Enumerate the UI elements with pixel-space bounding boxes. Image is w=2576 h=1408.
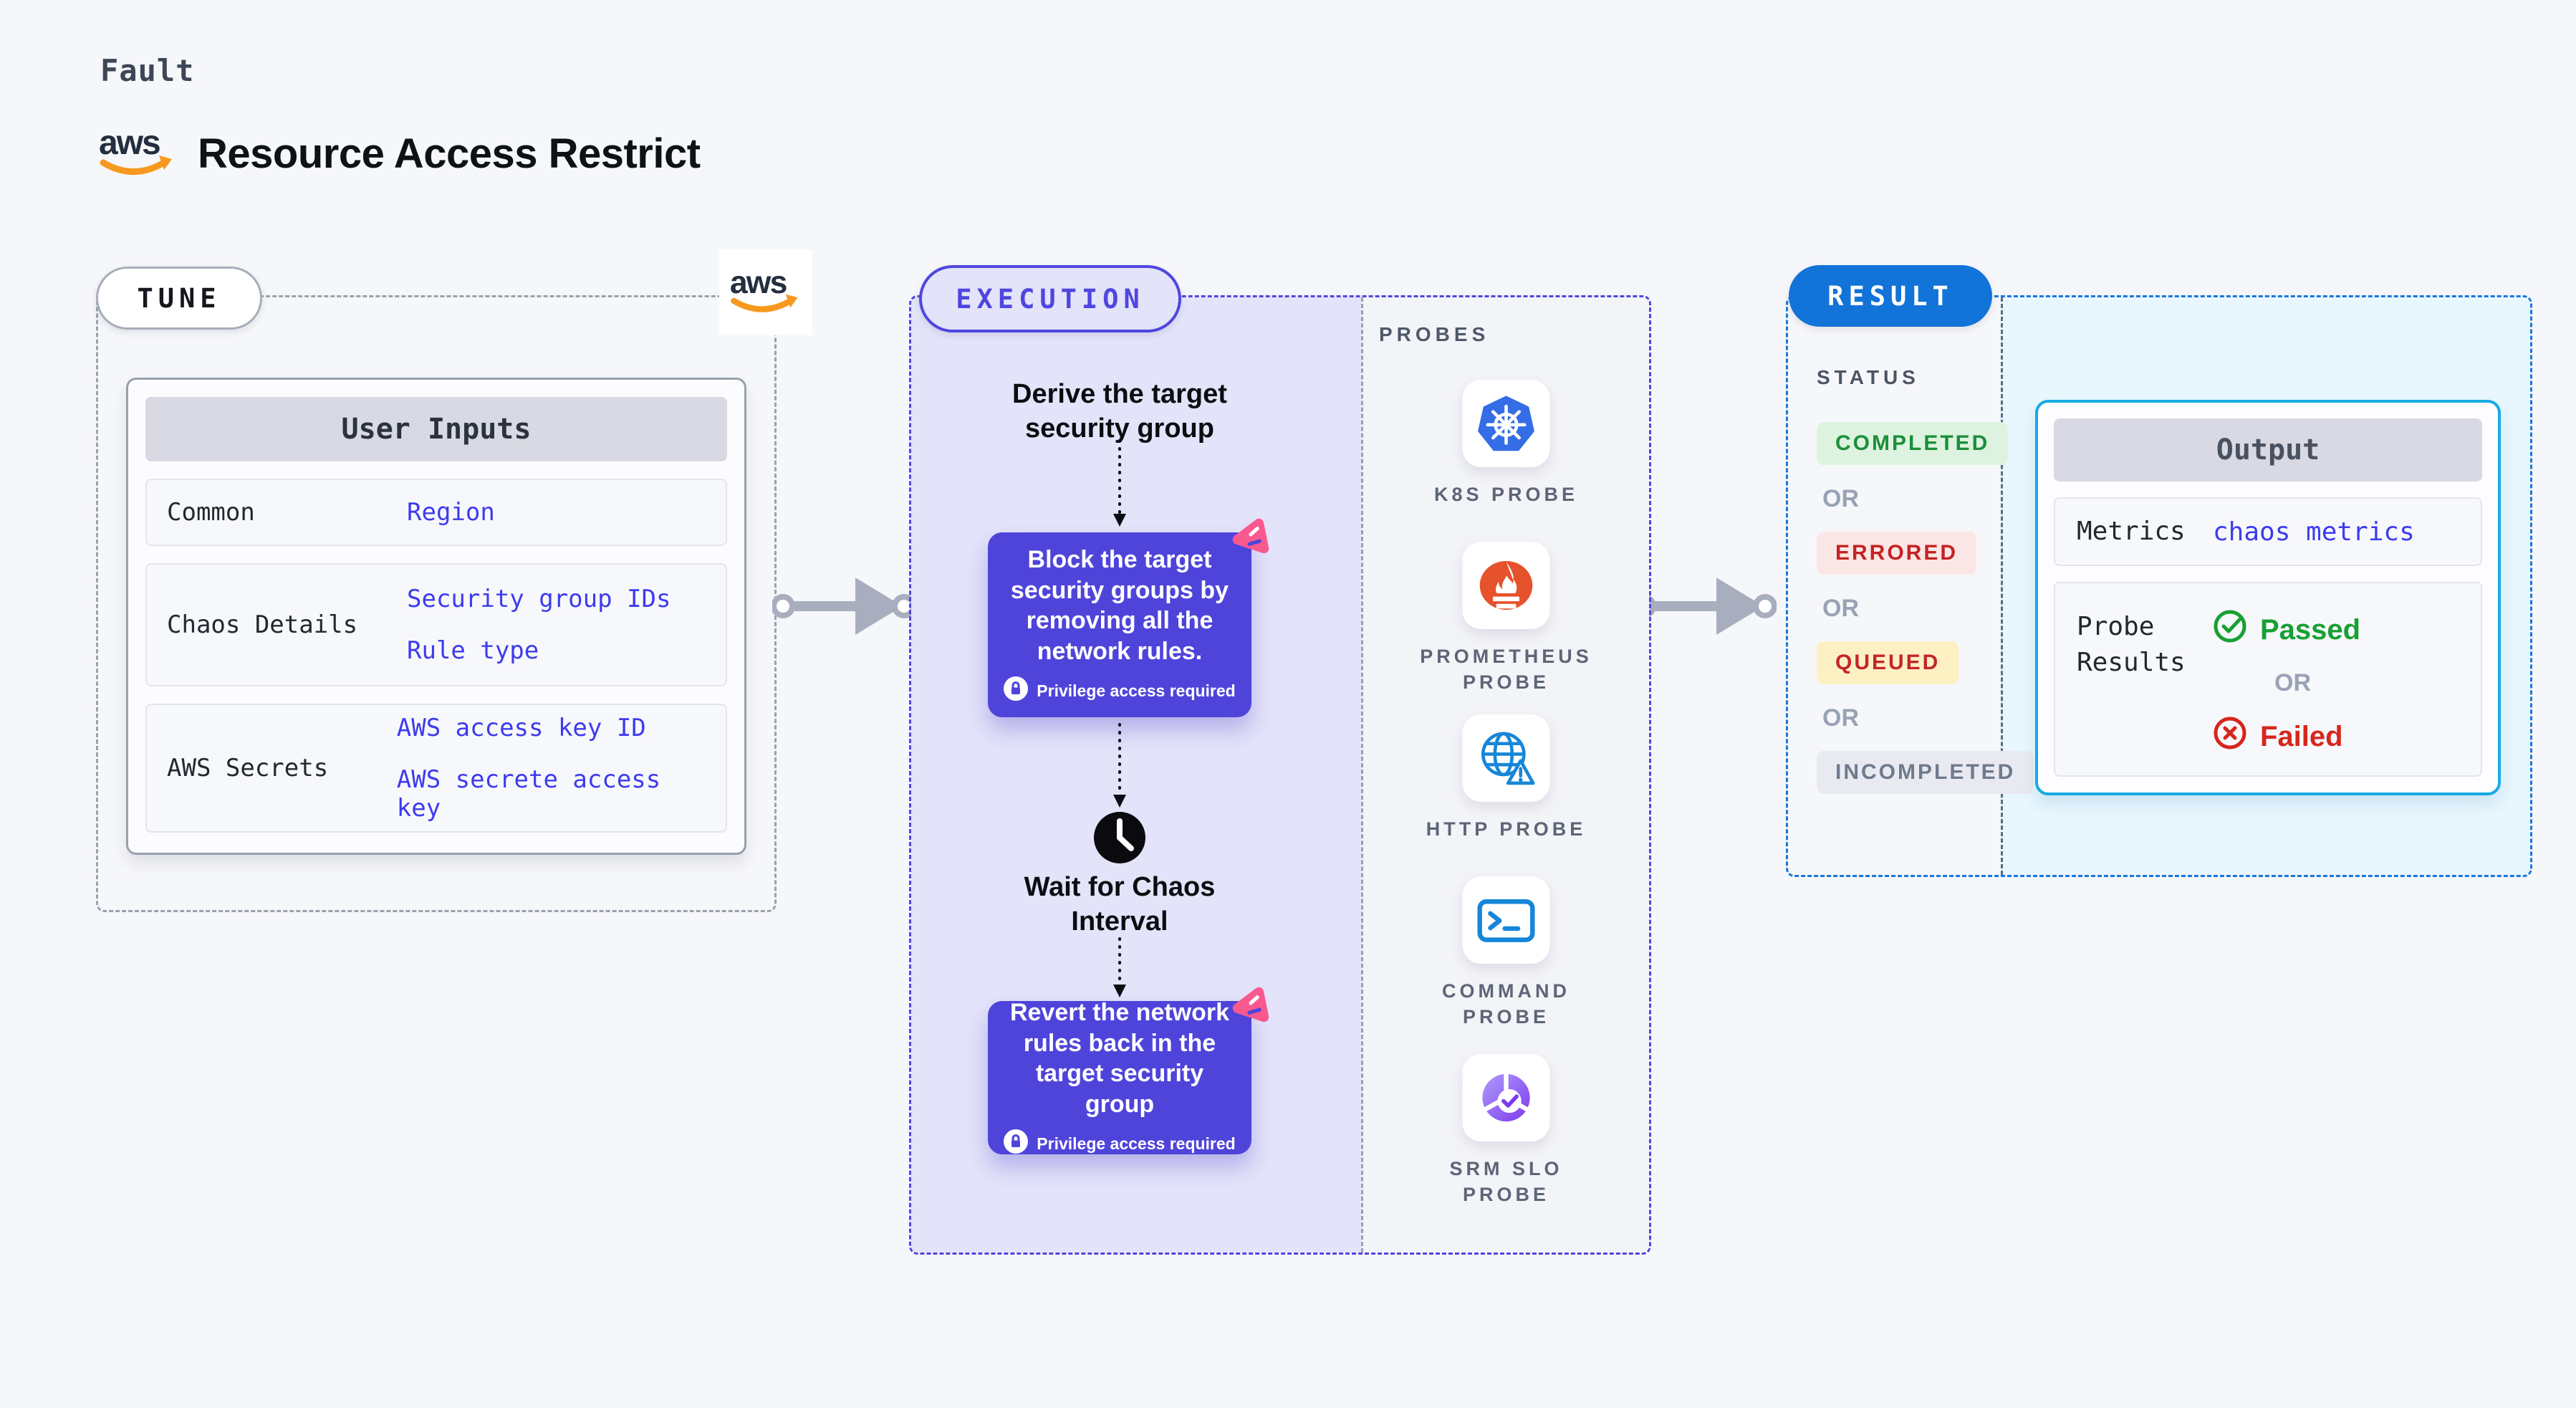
status-badge: COMPLETED	[1817, 422, 2009, 465]
http-globe-icon	[1462, 714, 1550, 802]
probe-label: PROMETHEUS PROBE	[1420, 646, 1592, 694]
result-section: STATUS COMPLETED OR ERRORED OR QUEUED OR…	[1786, 295, 2532, 877]
row-label: AWS Secrets	[167, 754, 329, 782]
svg-text:aws: aws	[99, 125, 160, 162]
step-derive-label: Derive the target security group	[1012, 379, 1227, 444]
dotted-arrow-icon	[1110, 937, 1130, 1002]
row-label: Metrics	[2077, 516, 2186, 546]
or-label: OR	[2274, 669, 2311, 696]
list-item-srm-slo-probe: SRM SLO PROBE	[1363, 1054, 1649, 1208]
passed-row: Passed	[2213, 609, 2360, 651]
execution-flow-area: Derive the target security group Block t…	[911, 297, 1361, 1253]
execution-pill-label: EXECUTION	[956, 283, 1145, 315]
check-circle-icon	[2213, 609, 2247, 651]
or-label: OR	[1822, 595, 1859, 622]
probe-label: COMMAND PROBE	[1442, 980, 1570, 1028]
or-label: OR	[1822, 485, 1859, 512]
aws-logo-icon: aws	[97, 124, 178, 182]
aws-logo-badge: aws	[719, 249, 812, 335]
failed-row: Failed	[2213, 716, 2343, 757]
privilege-text: Privilege access required	[1037, 1134, 1236, 1153]
dotted-arrow-icon	[1110, 723, 1130, 813]
execution-section: Derive the target security group Block t…	[909, 295, 1651, 1255]
svg-text:aws: aws	[730, 266, 787, 300]
probe-label: K8S PROBE	[1433, 484, 1579, 505]
row-value: chaos metrics	[2213, 517, 2415, 547]
prometheus-icon	[1462, 542, 1550, 629]
user-inputs-header: User Inputs	[145, 397, 727, 461]
table-row: AWS Secrets AWS access key ID AWS secret…	[145, 704, 727, 833]
chaos-logo-icon	[1227, 982, 1274, 1030]
table-row: Common Region	[145, 479, 727, 546]
clock-icon	[1092, 810, 1147, 868]
result-pill-label: RESULT	[1827, 280, 1953, 312]
row-value: AWS secrete access key	[396, 765, 661, 823]
probes-title: PROBES	[1379, 323, 1490, 345]
row-label: Common	[167, 498, 255, 527]
status-badge: QUEUED	[1817, 641, 1959, 684]
chaos-logo-icon	[1227, 514, 1274, 561]
table-row: Metrics chaos metrics	[2054, 497, 2482, 566]
srm-slo-icon	[1462, 1054, 1550, 1141]
privilege-text: Privilege access required	[1037, 681, 1236, 700]
page-title: Resource Access Restrict	[198, 130, 701, 177]
arrow-tune-to-execution	[771, 570, 916, 642]
row-value: Rule type	[407, 636, 539, 665]
aws-logo-icon: aws	[729, 264, 803, 320]
table-row: Chaos Details Security group IDs Rule ty…	[145, 563, 727, 686]
output-header: Output	[2054, 418, 2482, 482]
table-row: Probe Results Passed OR	[2054, 582, 2482, 777]
fault-eyebrow: Fault	[100, 53, 195, 88]
lock-icon	[1004, 676, 1029, 705]
privilege-note: Privilege access required	[1004, 1129, 1236, 1158]
row-label: Chaos Details	[167, 610, 358, 639]
list-item-prometheus-probe: PROMETHEUS PROBE	[1363, 542, 1649, 696]
or-label: OR	[1822, 704, 1859, 732]
step-block-card: Block the target security groups by remo…	[988, 518, 1269, 717]
probe-label: SRM SLO PROBE	[1449, 1158, 1563, 1206]
step-wait-label: Wait for Chaos Interval	[1024, 872, 1216, 937]
tune-pill-label: TUNE	[137, 282, 221, 314]
user-inputs-table: User Inputs Common Region Chaos Details …	[126, 378, 746, 855]
status-column: STATUS COMPLETED OR ERRORED OR QUEUED OR…	[1817, 366, 2034, 794]
passed-label: Passed	[2260, 613, 2361, 646]
output-table: Output Metrics chaos metrics Probe Resul…	[2035, 400, 2501, 795]
result-divider	[2001, 297, 2003, 875]
x-circle-icon	[2213, 716, 2247, 757]
lock-icon	[1004, 1129, 1029, 1158]
tune-pill: TUNE	[96, 267, 262, 330]
kubernetes-icon	[1462, 380, 1550, 467]
probe-label: HTTP PROBE	[1426, 818, 1587, 840]
probes-panel: PROBES K8S PROBE	[1361, 297, 1649, 1253]
row-value: AWS access key ID	[396, 714, 646, 742]
status-badge: ERRORED	[1817, 532, 1977, 575]
arrow-execution-to-result	[1632, 570, 1777, 642]
row-value: Region	[407, 498, 495, 527]
dotted-arrow-icon	[1110, 439, 1130, 532]
title-row: aws Resource Access Restrict	[97, 119, 701, 188]
terminal-icon	[1462, 876, 1550, 964]
row-label: Probe Results	[2077, 612, 2186, 678]
step-block-text: Block the target security groups by remo…	[1010, 546, 1229, 665]
execution-pill: EXECUTION	[919, 265, 1181, 332]
row-value: Security group IDs	[407, 585, 671, 613]
status-title: STATUS	[1817, 366, 1920, 388]
list-item-k8s-probe: K8S PROBE	[1363, 380, 1649, 507]
list-item-http-probe: HTTP PROBE	[1363, 714, 1649, 842]
step-revert-card: Revert the network rules back in the tar…	[988, 987, 1269, 1154]
failed-label: Failed	[2260, 720, 2343, 752]
list-item-command-probe: COMMAND PROBE	[1363, 876, 1649, 1030]
step-revert-text: Revert the network rules back in the tar…	[1009, 999, 1230, 1118]
result-pill: RESULT	[1789, 265, 1992, 327]
status-badge: INCOMPLETED	[1817, 751, 2034, 794]
privilege-note: Privilege access required	[1004, 676, 1236, 705]
